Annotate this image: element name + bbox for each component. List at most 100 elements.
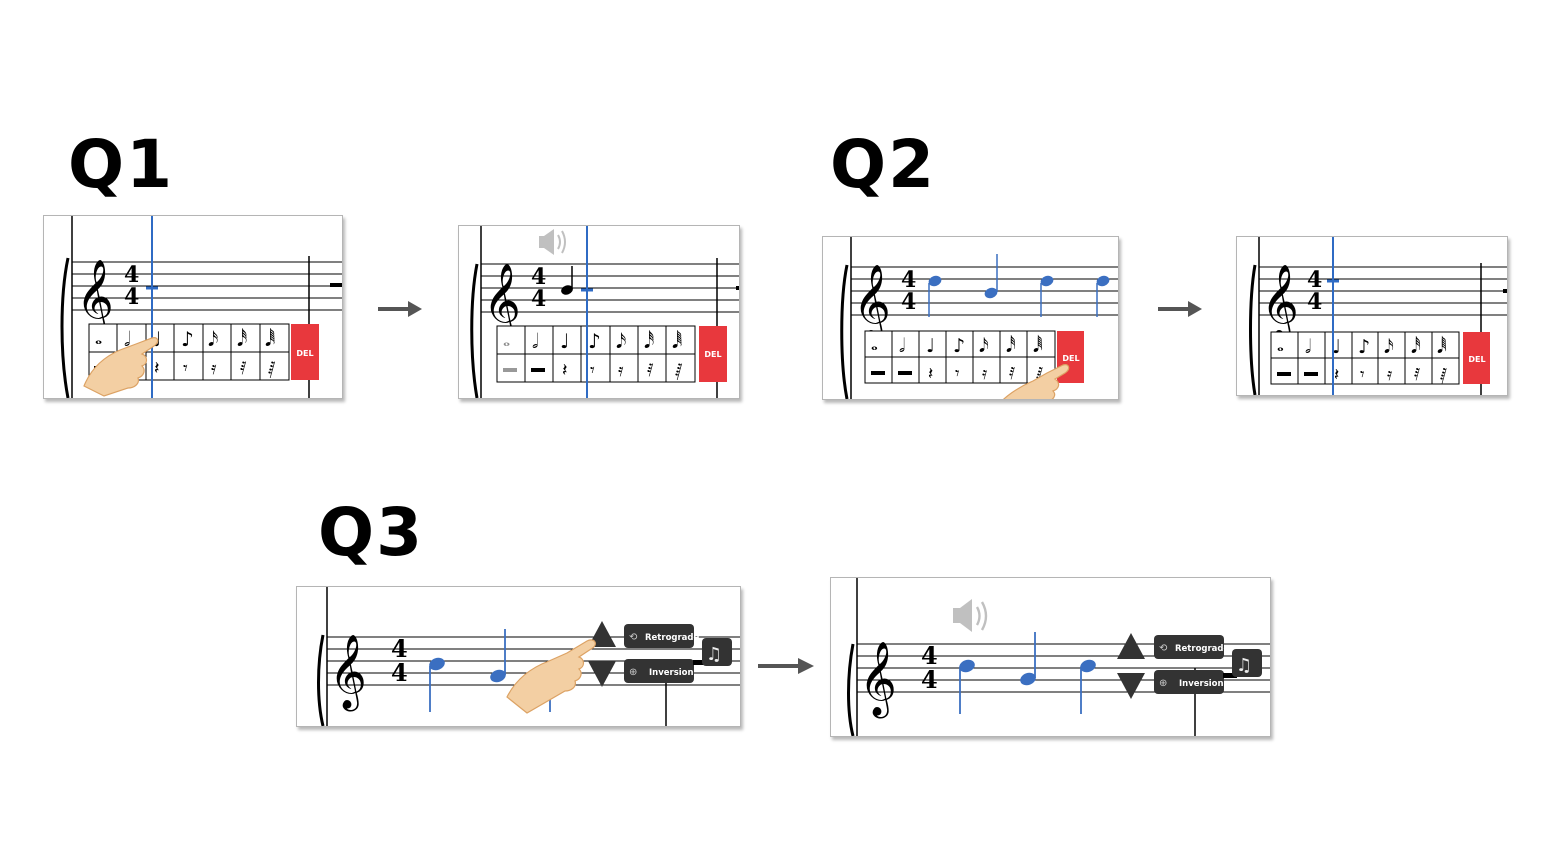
speaker-icon	[953, 599, 988, 632]
time-signature-bottom: 4	[531, 286, 546, 312]
insertion-cursor[interactable]	[581, 226, 593, 398]
sixty-fourth-note-icon[interactable]: 𝅘𝅥𝅱	[265, 327, 275, 351]
eighth-note-icon[interactable]: ♪	[181, 327, 194, 351]
eighth-note-icon[interactable]: ♪	[588, 329, 601, 353]
whole-rest-icon[interactable]	[871, 371, 885, 375]
delete-button[interactable]: DEL	[699, 326, 727, 382]
thirty-second-note-icon[interactable]: 𝅘𝅥𝅰	[1411, 335, 1421, 358]
thirty-second-note-icon[interactable]: 𝅘𝅥𝅰	[237, 327, 247, 351]
sixty-fourth-note-icon[interactable]: 𝅘𝅥𝅱	[1437, 335, 1447, 358]
blue-note[interactable]	[488, 629, 507, 684]
note-group-button[interactable]: ♫	[702, 638, 732, 666]
quarter-note[interactable]	[560, 266, 574, 296]
time-signature-top: 4	[921, 641, 938, 670]
thirty-second-rest-icon[interactable]: 𝅀	[240, 358, 247, 379]
transpose-down-arrow[interactable]	[1117, 673, 1145, 699]
section-label-q2: Q2	[830, 126, 937, 203]
time-signature-top: 4	[531, 264, 546, 290]
whole-note-icon[interactable]: 𝅝	[871, 335, 878, 355]
sixty-fourth-rest-icon[interactable]: 𝅁	[268, 358, 276, 379]
arrow-right-icon	[378, 301, 422, 317]
half-note-icon[interactable]: 𝅗𝅥	[1305, 336, 1311, 358]
time-signature-bottom: 4	[1307, 289, 1322, 315]
thirty-second-rest-icon[interactable]: 𝅀	[1414, 365, 1420, 385]
whole-note-icon[interactable]: 𝅝	[95, 328, 102, 349]
delete-button[interactable]: DEL	[1463, 332, 1490, 384]
thirty-second-note-icon[interactable]: 𝅘𝅥𝅰	[644, 329, 654, 353]
transpose-up-arrow[interactable]	[588, 621, 616, 647]
sixty-fourth-note-icon[interactable]: 𝅘𝅥𝅱	[1033, 334, 1043, 357]
whole-rest-icon[interactable]	[1277, 372, 1291, 376]
speaker-icon	[539, 229, 566, 255]
pointing-hand-icon	[83, 337, 159, 397]
sixteenth-note-icon[interactable]: 𝅘𝅥𝅯	[208, 327, 218, 351]
treble-clef-icon: 𝄞	[853, 265, 891, 342]
thirty-second-note-icon[interactable]: 𝅘𝅥𝅰	[1006, 334, 1016, 357]
whole-note-icon[interactable]: 𝅝	[1277, 336, 1284, 356]
eighth-note-icon[interactable]: ♪	[1358, 336, 1370, 358]
sixteenth-rest-icon[interactable]: 𝄿	[211, 358, 217, 379]
retrograde-button[interactable]: ⟲ Retrograde	[624, 624, 700, 648]
half-note-icon[interactable]: 𝅗𝅥	[899, 335, 905, 357]
transpose-down-arrow[interactable]	[588, 661, 616, 687]
half-rest-icon[interactable]	[1304, 372, 1318, 376]
delete-button-label: DEL	[1468, 355, 1485, 364]
half-rest-icon[interactable]	[531, 368, 545, 372]
time-signature-bottom: 4	[391, 658, 408, 687]
half-rest-icon[interactable]	[898, 371, 912, 375]
eighth-rest-icon[interactable]: 𝄾	[1360, 365, 1365, 385]
blue-note[interactable]	[927, 274, 943, 317]
blue-note[interactable]	[427, 656, 446, 712]
quarter-note-icon[interactable]: ♩	[560, 329, 569, 353]
sixteenth-note-icon[interactable]: 𝅘𝅥𝅯	[979, 335, 989, 357]
retrograde-button[interactable]: ⟲ Retrograde	[1154, 635, 1230, 659]
inversion-button[interactable]: ⊕ Inversion	[1154, 670, 1224, 694]
delete-button[interactable]: DEL	[291, 324, 319, 380]
sixteenth-rest-icon[interactable]: 𝄿	[1387, 365, 1392, 385]
blue-note[interactable]	[1039, 274, 1055, 317]
sixty-fourth-rest-icon[interactable]: 𝅁	[1440, 365, 1447, 385]
thirty-second-rest-icon[interactable]: 𝅀	[1009, 364, 1015, 384]
sixteenth-rest-icon[interactable]: 𝄿	[982, 364, 987, 384]
transpose-up-arrow[interactable]	[1117, 633, 1145, 659]
insertion-cursor[interactable]	[1327, 237, 1339, 395]
note-palette[interactable]: 𝅝 𝅗𝅥 ♩ ♪ 𝅘𝅥𝅯 𝅘𝅥𝅰 𝅘𝅥𝅱 𝄽 𝄾 𝄿 𝅀 𝅁	[496, 325, 696, 383]
whole-note-icon[interactable]: 𝅝	[503, 330, 510, 351]
blue-note[interactable]	[1078, 658, 1097, 714]
note-palette[interactable]: 𝅝 𝅗𝅥 ♩ ♪ 𝅘𝅥𝅯 𝅘𝅥𝅰 𝅘𝅥𝅱 𝄽 𝄾 𝄿 𝅀 𝅁	[864, 330, 1056, 384]
note-group-button[interactable]: ♫	[1232, 649, 1262, 677]
sixty-fourth-rest-icon[interactable]: 𝅁	[675, 360, 683, 381]
eighth-note-icon[interactable]: ♪	[953, 335, 965, 357]
quarter-rest-icon[interactable]: 𝄽	[562, 360, 568, 381]
sixteenth-rest-icon[interactable]: 𝄿	[618, 360, 624, 381]
arrow-right-icon	[758, 658, 814, 674]
quarter-rest-icon[interactable]: 𝄽	[154, 358, 160, 379]
inversion-label: Inversion	[649, 668, 694, 678]
sixty-fourth-note-icon[interactable]: 𝅘𝅥𝅱	[672, 329, 682, 353]
eighth-rest-icon[interactable]: 𝄾	[183, 358, 188, 379]
half-note-icon[interactable]: 𝅗𝅥	[124, 327, 130, 351]
blue-note[interactable]	[1018, 632, 1037, 687]
eighth-rest-icon[interactable]: 𝄾	[590, 360, 595, 381]
pointing-hand-icon	[506, 639, 596, 714]
thirty-second-rest-icon[interactable]: 𝅀	[647, 360, 654, 381]
note-palette[interactable]: 𝅝 𝅗𝅥 ♩ ♪ 𝅘𝅥𝅯 𝅘𝅥𝅰 𝅘𝅥𝅱 𝄽 𝄾 𝄿 𝅀 𝅁	[1270, 331, 1460, 385]
sixty-fourth-rest-icon[interactable]: 𝅁	[1036, 364, 1043, 384]
blue-note[interactable]	[1095, 274, 1111, 317]
quarter-rest-icon[interactable]: 𝄽	[928, 364, 933, 384]
quarter-note-icon[interactable]: ♩	[1332, 336, 1341, 358]
arrow-right-icon	[1158, 301, 1202, 317]
time-signature-bottom: 4	[921, 665, 938, 694]
beamed-notes-icon: ♫	[1236, 655, 1252, 676]
sixteenth-note-icon[interactable]: 𝅘𝅥𝅯	[1384, 336, 1394, 358]
blue-note[interactable]	[957, 658, 976, 714]
quarter-rest-icon[interactable]: 𝄽	[1334, 365, 1339, 385]
inversion-button[interactable]: ⊕ Inversion	[624, 659, 694, 683]
whole-rest-icon[interactable]	[503, 368, 517, 372]
sixteenth-note-icon[interactable]: 𝅘𝅥𝅯	[616, 329, 626, 353]
half-note-icon[interactable]: 𝅗𝅥	[532, 329, 538, 353]
insertion-cursor[interactable]	[146, 216, 158, 398]
quarter-note-icon[interactable]: ♩	[926, 335, 935, 357]
blue-note[interactable]	[983, 254, 999, 300]
eighth-rest-icon[interactable]: 𝄾	[955, 364, 960, 384]
